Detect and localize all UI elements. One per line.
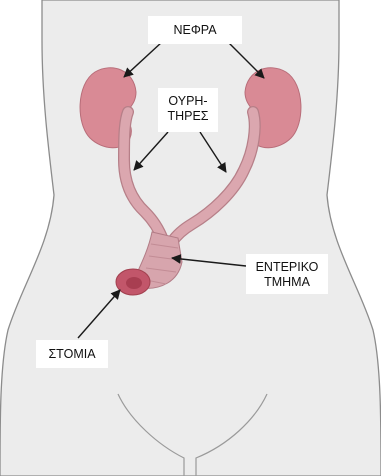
- label-ureters-line2: ΤΗΡΕΣ: [158, 109, 218, 123]
- label-kidneys: ΝΕΦΡΑ: [148, 23, 242, 37]
- label-stoma: ΣΤΟΜΙΑ: [36, 347, 108, 361]
- label-bowel-line1: ΕΝΤΕΡΙΚΟ: [246, 260, 328, 274]
- label-ureters-line1: ΟΥΡΗ-: [158, 94, 218, 108]
- label-bowel-line2: ΤΜΗΜΑ: [246, 275, 328, 289]
